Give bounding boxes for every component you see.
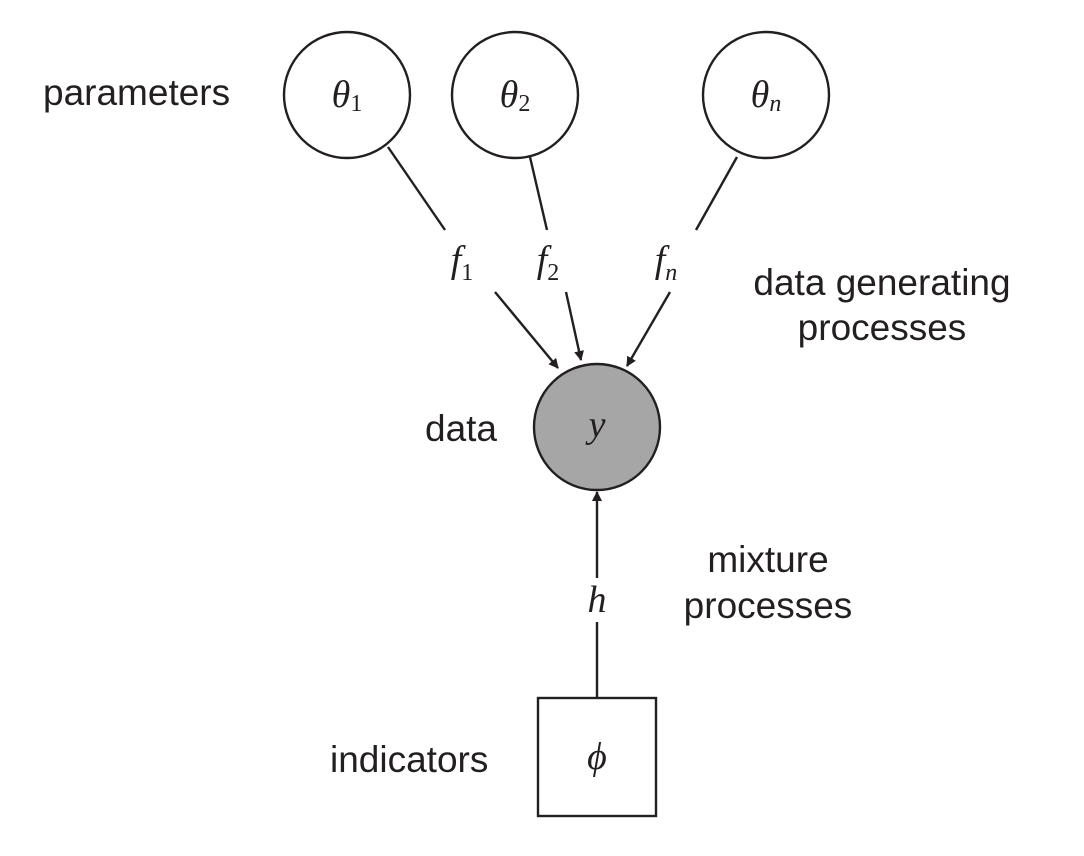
node-thetan xyxy=(701,30,831,160)
data-generating-label-line1: data generating xyxy=(753,262,1010,303)
f2-label: f2 xyxy=(537,239,560,286)
y-symbol: y xyxy=(585,404,606,446)
theta1-symbol: θ1 xyxy=(332,74,363,117)
mixture-label-line2: processes xyxy=(684,585,853,626)
f1-label: f1 xyxy=(451,239,474,286)
edge-theta2-upper xyxy=(528,156,549,231)
theta2-symbol: θ2 xyxy=(500,74,531,117)
indicators-label: indicators xyxy=(330,739,488,780)
parameters-label: parameters xyxy=(43,72,230,113)
edge-theta2-lower xyxy=(564,291,584,361)
edge-thetan-upper xyxy=(694,156,739,231)
h-label: h xyxy=(588,579,607,621)
phi-symbol: ϕ xyxy=(587,736,607,778)
edge-thetan-lower xyxy=(625,291,672,367)
data-label: data xyxy=(425,408,497,449)
thetan-symbol: θn xyxy=(751,74,782,117)
node-theta2 xyxy=(450,30,580,160)
fn-label: fn xyxy=(655,239,678,286)
mixture-label-line1: mixture xyxy=(707,539,828,580)
node-y xyxy=(532,362,662,492)
node-theta1 xyxy=(282,30,412,160)
edge-theta1-lower xyxy=(494,291,559,369)
node-phi xyxy=(536,696,658,818)
edge-theta1-upper xyxy=(387,146,446,231)
data-generating-label-line2: processes xyxy=(798,307,967,348)
